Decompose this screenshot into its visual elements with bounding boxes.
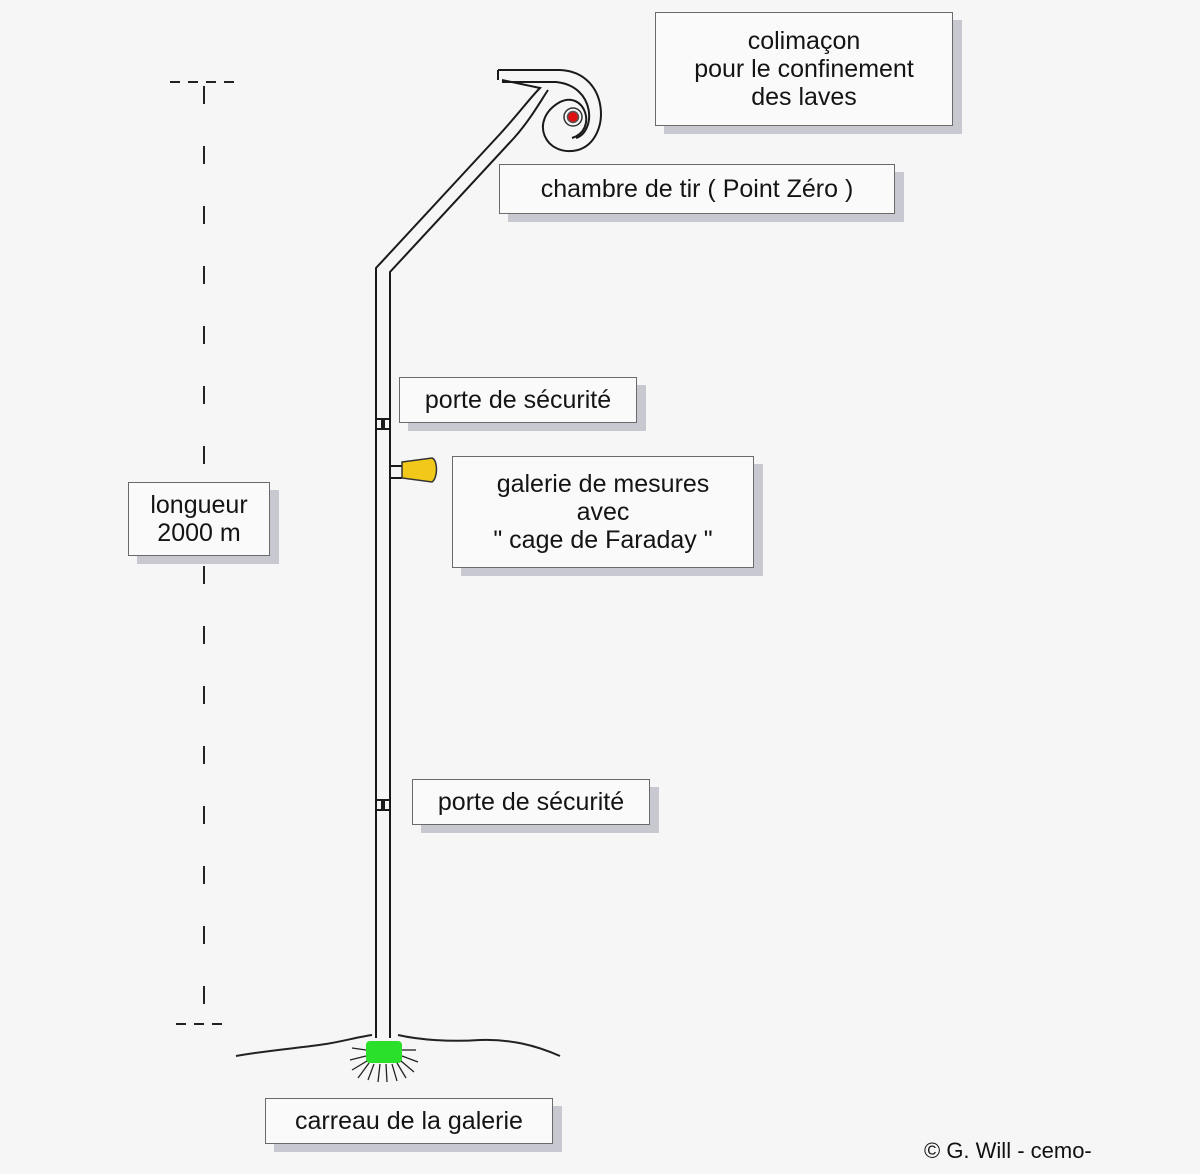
measurement-gallery-label: galerie de mesures avec " cage de Farada…	[452, 456, 754, 568]
firing-chamber-label-text: chambre de tir ( Point Zéro )	[540, 175, 854, 203]
firing-chamber-label: chambre de tir ( Point Zéro )	[499, 164, 895, 214]
measurement-gallery-label-line-3: " cage de Faraday "	[493, 526, 713, 554]
tunnel	[375, 69, 602, 1038]
length-dimension-line	[170, 81, 238, 1025]
entrance-label-text: carreau de la galerie	[295, 1107, 523, 1135]
measurement-gallery-label-line-2: avec	[576, 498, 630, 526]
length-label-line-2: 2000 m	[157, 519, 241, 547]
ground-surface	[235, 1034, 561, 1057]
measurement-gallery-label-line-1: galerie de mesures	[496, 470, 710, 498]
firing-point-ring	[563, 107, 583, 127]
firing-point	[566, 110, 580, 124]
security-door-lower-label: porte de sécurité	[412, 779, 650, 825]
copyright-credit: © G. Will - cemo-	[924, 1138, 1092, 1163]
entrance-label: carreau de la galerie	[265, 1098, 553, 1144]
measurement-gallery-chamber	[401, 457, 438, 483]
spiral-label-line-3: des laves	[751, 83, 857, 111]
spiral-label-line-2: pour le confinement	[694, 55, 914, 83]
security-door-lower-label-text: porte de sécurité	[437, 788, 625, 816]
length-label: longueur 2000 m	[128, 482, 270, 556]
spiral-label: colimaçon pour le confinement des laves	[655, 12, 953, 126]
security-door-upper-label: porte de sécurité	[399, 377, 637, 423]
entrance-portal	[366, 1041, 402, 1063]
entrance-rays	[349, 1047, 419, 1083]
length-label-line-1: longueur	[150, 491, 248, 519]
security-door-upper-label-text: porte de sécurité	[424, 386, 612, 414]
spiral-label-line-1: colimaçon	[747, 27, 861, 55]
